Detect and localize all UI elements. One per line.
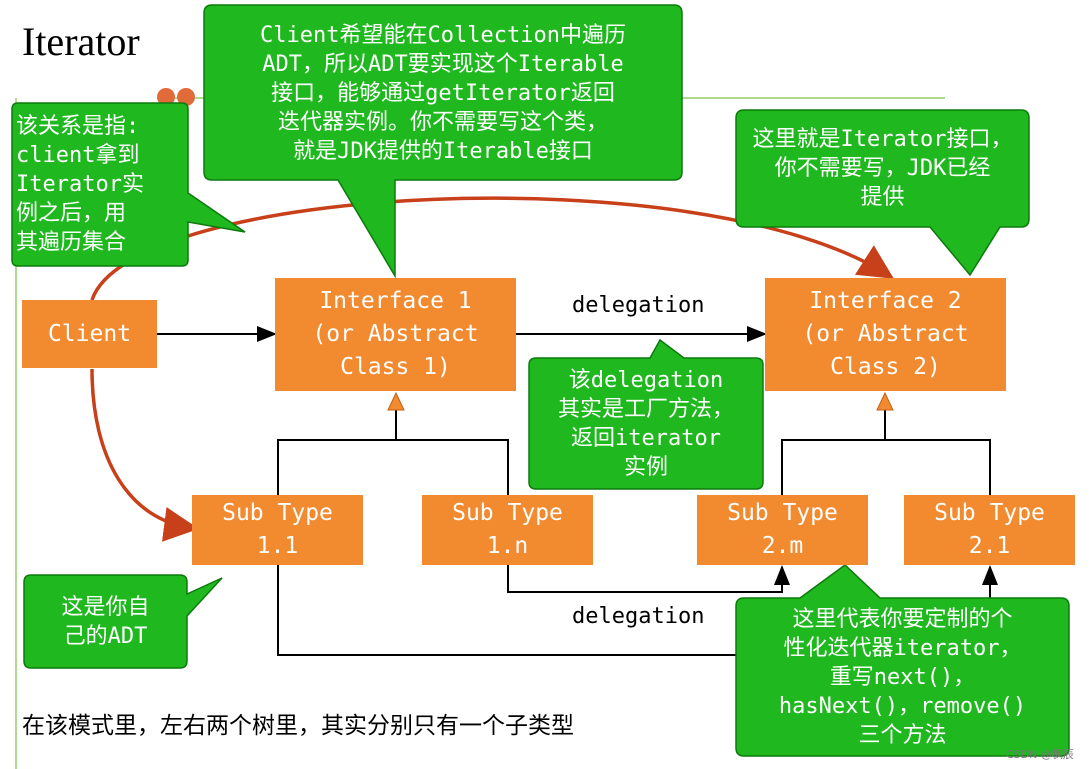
note-custom-iterator: 这里代表你要定制的个 性化迭代器iterator， 重写next()， hasN…	[778, 607, 1027, 748]
bubble-factory	[528, 338, 764, 490]
caption: 在该模式里，左右两个树里，其实分别只有一个子类型	[22, 713, 574, 739]
right-inherit-triangle	[876, 391, 894, 411]
delegation-top-label: delegation	[572, 293, 705, 318]
bubble-own-adt	[23, 574, 223, 669]
sub1n-to-sub2m-arrow	[507, 565, 790, 593]
interface1-box[interactable]: Interface 1 (or Abstract Class 1)	[275, 278, 516, 391]
sub-type-1-1-box[interactable]: Sub Type 1.1	[192, 495, 363, 565]
header-dot-2	[177, 88, 195, 106]
bubble-custom-iterator	[735, 564, 1070, 757]
bubble-iterable	[203, 4, 683, 279]
note-relation: 该关系是指: client拿到 Iterator实 例之后，用 其遍历集合	[16, 114, 144, 255]
interface2-box[interactable]: Interface 2 (or Abstract Class 2)	[765, 278, 1006, 391]
delegation-bottom-label: delegation	[572, 604, 705, 629]
sub-type-1-n-box[interactable]: Sub Type 1.n	[422, 495, 593, 565]
note-iterable: Client希望能在Collection中遍历 ADT，所以ADT要实现这个It…	[260, 22, 626, 164]
watermark: CSDN @枫辰	[1006, 748, 1074, 761]
left-inherit-triangle	[387, 391, 405, 411]
client-to-sub11-curve	[90, 368, 199, 542]
sub-type-2-1-box[interactable]: Sub Type 2.1	[904, 495, 1075, 565]
client-box[interactable]: Client	[22, 300, 157, 368]
header-dot-1	[157, 88, 175, 106]
page-title: Iterator	[22, 19, 140, 64]
sub-type-2-m-box[interactable]: Sub Type 2.m	[697, 495, 868, 565]
bubble-iterator-interface	[735, 109, 1030, 277]
right-tree-connector	[781, 439, 991, 495]
left-tree-connector	[277, 439, 509, 495]
bubble-relation	[11, 102, 246, 267]
note-factory: 该delegation 其实是工厂方法， 返回iterator 实例	[557, 368, 734, 480]
note-iterator-interface: 这里就是Iterator接口， 你不需要写，JDK已经 提供	[752, 127, 1013, 210]
note-own-adt: 这是你自 己的ADT	[61, 595, 150, 649]
